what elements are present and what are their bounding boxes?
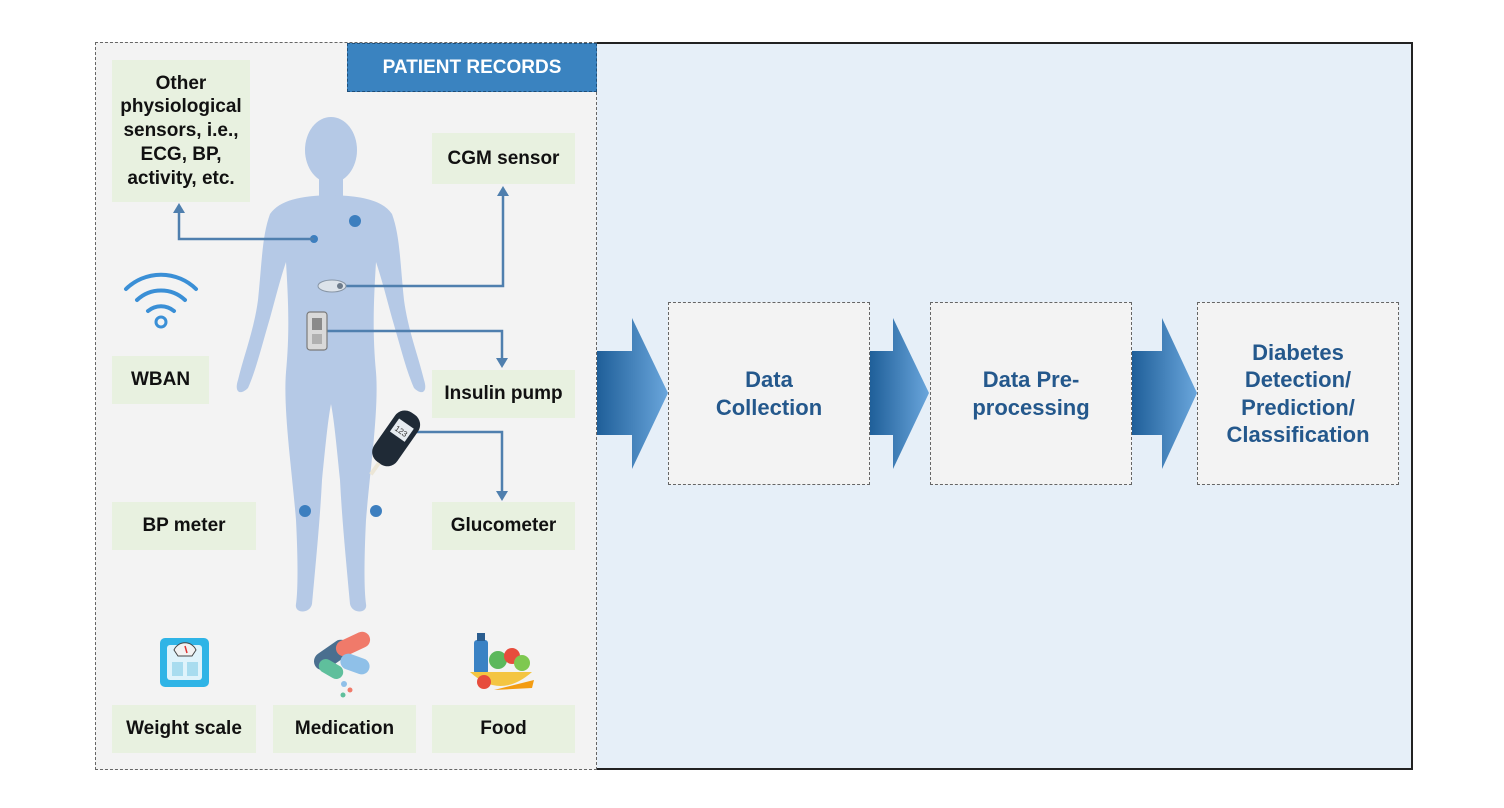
flow-arrow-3 <box>1132 318 1197 469</box>
flow-arrow-1 <box>597 318 668 469</box>
label-weight-scale: Weight scale <box>112 705 256 753</box>
connector-cgm <box>342 195 505 288</box>
flow-arrow-2 <box>870 318 929 469</box>
label-wban: WBAN <box>112 356 209 404</box>
label-cgm-sensor: CGM sensor <box>432 133 575 184</box>
human-body-figure <box>236 117 426 612</box>
patient-records-title: PATIENT RECORDS <box>347 43 597 92</box>
stage-diabetes-detection: Diabetes Detection/ Prediction/ Classifi… <box>1197 302 1399 485</box>
flow-arrows <box>597 318 1197 469</box>
label-food: Food <box>432 705 575 753</box>
connector-insulin-pump <box>326 329 504 360</box>
connector-arrowheads <box>173 186 509 501</box>
label-bp-meter: BP meter <box>112 502 256 550</box>
label-medication: Medication <box>273 705 416 753</box>
label-other-sensors: Other physiological sensors, i.e., ECG, … <box>112 60 250 202</box>
cgm-device-icon <box>317 279 347 293</box>
food-icon <box>470 633 534 690</box>
connector-other-sensors <box>177 210 314 241</box>
stage-data-preprocessing: Data Pre-processing <box>930 302 1132 485</box>
medication-icon <box>313 631 371 698</box>
connector-glucometer <box>408 430 504 493</box>
connector-lines <box>177 195 505 493</box>
wifi-icon <box>124 272 198 329</box>
stage-data-collection: Data Collection <box>668 302 870 485</box>
label-glucometer: Glucometer <box>432 502 575 550</box>
glucometer-device-icon: 123 <box>369 410 421 476</box>
label-insulin-pump: Insulin pump <box>432 370 575 418</box>
weight-scale-icon <box>160 638 209 687</box>
insulin-pump-icon <box>306 311 328 351</box>
